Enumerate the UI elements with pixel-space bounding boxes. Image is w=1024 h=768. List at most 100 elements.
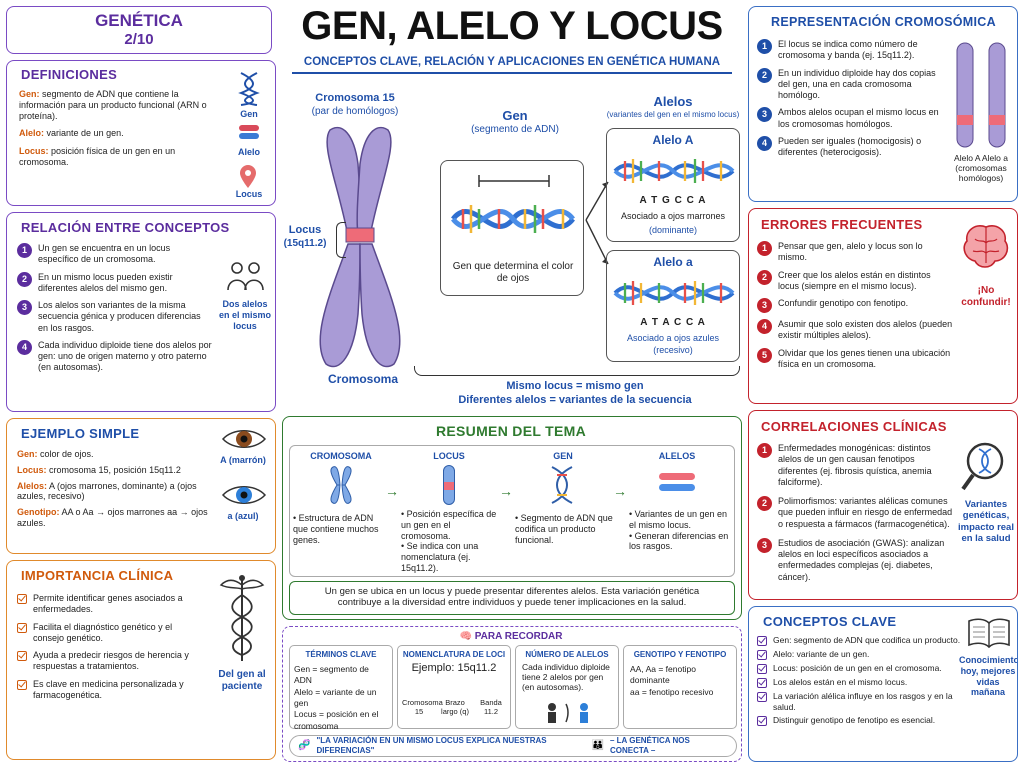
def-alelo: Alelo: variante de un gen. <box>19 128 124 139</box>
dna-icon: 🧬 <box>298 740 311 751</box>
icon-label-locus: Locus <box>235 189 263 199</box>
conceptos-panel: CONCEPTOS CLAVE Gen: segmento de ADN que… <box>748 606 1018 762</box>
importancia-item-4: Es clave en medicina personalizada y far… <box>17 679 201 702</box>
conceptos-title: CONCEPTOS CLAVE <box>763 614 897 629</box>
allele-icon <box>239 125 259 145</box>
resumen-col-locus-text: • Posición específica de un gen en el cr… <box>401 509 497 573</box>
nomenclatura-example: Ejemplo: 15q11.2 <box>411 661 497 674</box>
termino-line: Gen = segmento de ADN <box>294 663 369 686</box>
caduceus-icon <box>219 575 265 661</box>
chromosome-illustration <box>319 126 401 368</box>
brain-icon <box>963 225 1009 268</box>
locus-sub: (15q11.2) <box>283 238 327 249</box>
parents-icon <box>548 703 588 723</box>
numero-text: Cada individuo diploide tiene 2 alelos p… <box>522 661 610 692</box>
chromosome-title: Cromosoma 15 <box>315 92 395 104</box>
definiciones-title: DEFINICIONES <box>21 67 118 82</box>
concepto-item-2: Alelo: variante de un gen. <box>757 649 961 660</box>
center-summary-1: Mismo locus = mismo gen <box>506 380 644 392</box>
def-gen: Gen: segmento de ADN que contiene la inf… <box>19 89 207 121</box>
termino-line: Locus = posición en el cromosoma <box>294 709 379 731</box>
definiciones-panel: DEFINICIONES Gen: segmento de ADN que co… <box>6 60 276 206</box>
alelo-a-caption: Asociado a ojos marrones <box>620 211 726 221</box>
ejemplo-locus: Locus: cromosoma 15, posición 15q11.2 <box>17 464 181 475</box>
termino-line: Alelo = variante de un gen <box>294 686 377 708</box>
concepto-item-3: Locus: posición de un gen en el cromosom… <box>757 663 961 674</box>
page-title: GEN, ALELO Y LOCUS <box>301 4 723 48</box>
importancia-item-3: Ayuda a predecir riesgos de herencia y r… <box>17 650 201 673</box>
small-chromosome-icon <box>330 466 352 504</box>
page-index: 2/10 <box>124 31 154 49</box>
gen-box: Gen que determina el color de ojos <box>440 160 584 296</box>
resumen-title: RESUMEN DEL TEMA <box>436 423 586 439</box>
terminos-head: TÉRMINOS CLAVE <box>305 650 377 659</box>
icon-label-gen: Gen <box>240 109 258 119</box>
magnifier-dna-icon <box>961 442 1004 491</box>
relacion-side-label: Dos alelos en el mismo locus <box>218 299 272 331</box>
importancia-panel: IMPORTANCIA CLÍNICA Permite identificar … <box>6 560 276 760</box>
errores-title: ERRORES FRECUENTES <box>761 217 923 232</box>
concepto-item-6: Distinguir genotipo de fenotipo es esenc… <box>757 715 961 727</box>
chromosome-subtitle: (par de homólogos) <box>311 106 399 117</box>
alelo-a-sequence: A T G C C A <box>639 195 707 206</box>
arrow-right-icon: → <box>385 483 399 499</box>
nomen-part: Cromosoma 15 <box>402 698 443 716</box>
relacion-title: RELACIÓN ENTRE CONCEPTOS <box>21 220 230 235</box>
conceptos-side-label: Conocimiento hoy, mejores vidas mañana <box>959 655 1018 698</box>
alelo-b-title: Alelo a <box>653 255 693 269</box>
page-number-box: GENÉTICA 2/10 <box>6 6 272 54</box>
locus-label: Locus <box>288 224 322 236</box>
importancia-item-2: Facilita el diagnóstico genético y el co… <box>17 622 201 645</box>
alelo-a-title: Alelo A <box>652 133 694 147</box>
eye-blue-label: a (azul) <box>227 511 259 521</box>
locus-bracket <box>336 222 346 258</box>
main-title-area: GEN, ALELO Y LOCUS CONCEPTOS CLAVE, RELA… <box>282 2 742 74</box>
dna-helix-a-icon <box>613 159 735 183</box>
alelo-b-dominance: (recesivo) <box>653 345 693 355</box>
location-pin-icon <box>240 165 256 188</box>
homologous-chromosomes-icon <box>956 42 1006 148</box>
dna-helix-b-icon <box>613 281 735 305</box>
ejemplo-panel: EJEMPLO SIMPLE Gen: color de ojos. Locus… <box>6 418 276 554</box>
ejemplo-title: EJEMPLO SIMPLE <box>21 426 140 441</box>
alelos-subtitle: (variantes del gen en el mismo locus) <box>606 110 740 119</box>
nomen-part: Banda 11.2 <box>480 698 502 716</box>
recordar-panel: 🧠 PARA RECORDAR TÉRMINOS CLAVE Gen = seg… <box>282 626 742 762</box>
correlaciones-side-label: Variantes genéticas, impacto real en la … <box>958 499 1014 545</box>
resumen-col-cromosoma-head: CROMOSOMA <box>310 451 372 461</box>
representacion-title: REPRESENTACIÓN CROMOSÓMICA <box>771 15 996 29</box>
quote-tag: – LA GENÉTICA NOS CONECTA – <box>609 736 690 755</box>
blue-eye-icon <box>221 486 267 504</box>
eye-brown-label: A (marrón) <box>220 455 266 465</box>
alelo-b-box: Alelo a A T A C C A Asociado a ojos azul… <box>606 250 740 362</box>
resumen-col-gen-text: • Segmento de ADN que codifica un produc… <box>515 513 613 545</box>
resumen-col-alelos-head: ALELOS <box>658 451 696 461</box>
concepto-item-1: Gen: segmento de ADN que codifica un pro… <box>757 635 961 646</box>
book-icon <box>968 618 1010 649</box>
ejemplo-gen: Gen: color de ojos. <box>17 449 94 459</box>
resumen-col-gen-head: GEN <box>553 451 573 461</box>
nomenclatura-head: NOMENCLATURA DE LOCI <box>402 650 506 659</box>
center-summary-2: Diferentes alelos = variantes de la secu… <box>458 394 692 406</box>
alelo-a-box: Alelo A A T G C C A Asociado a ojos marr… <box>606 128 740 242</box>
alelo-b-caption: Asociado a ojos azules <box>626 333 720 343</box>
nomen-part: Brazo largo (q) <box>441 698 469 716</box>
numero-box: NÚMERO DE ALELOS Cada individuo diploide… <box>515 645 619 729</box>
genotipo-line: aa = fenotipo recesivo <box>630 687 714 698</box>
